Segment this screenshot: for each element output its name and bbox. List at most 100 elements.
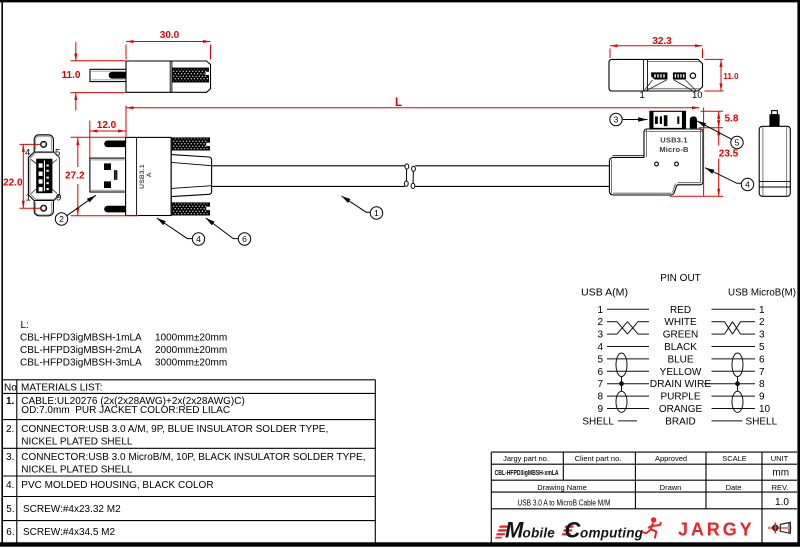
svg-text:4.: 4. (6, 480, 14, 491)
svg-text:6: 6 (597, 367, 603, 378)
svg-text:2: 2 (759, 317, 765, 328)
svg-text:5.8: 5.8 (725, 114, 739, 125)
svg-text:22.0: 22.0 (3, 178, 23, 189)
svg-text:1000mm±20mm: 1000mm±20mm (155, 332, 227, 343)
svg-text:C: C (565, 518, 582, 543)
svg-text:L:: L: (21, 320, 29, 331)
svg-text:1: 1 (640, 90, 645, 101)
svg-text:UNIT: UNIT (771, 454, 789, 463)
svg-text:Drawing Name: Drawing Name (537, 483, 587, 492)
svg-text:BRAID: BRAID (665, 416, 696, 427)
svg-text:SCREW:#4x34.5 M2: SCREW:#4x34.5 M2 (23, 527, 116, 538)
svg-text:6: 6 (759, 354, 765, 365)
svg-text:WHITE: WHITE (664, 317, 697, 328)
svg-text:SCREW:#4x23.32 M2: SCREW:#4x23.32 M2 (23, 504, 121, 515)
svg-text:8: 8 (759, 379, 765, 390)
svg-text:2.: 2. (6, 424, 14, 435)
svg-text:7: 7 (597, 379, 603, 390)
svg-text:12.0: 12.0 (97, 120, 117, 131)
svg-text:USB A(M): USB A(M) (581, 287, 628, 298)
svg-text:27.2: 27.2 (65, 171, 85, 182)
svg-text:5.: 5. (6, 504, 14, 515)
svg-text:omputing: omputing (580, 526, 644, 541)
svg-text:PIN OUT: PIN OUT (660, 273, 701, 284)
svg-text:CBL-HFPD3igMBSH-1mLA: CBL-HFPD3igMBSH-1mLA (20, 332, 142, 343)
svg-text:RED: RED (670, 305, 691, 316)
svg-text:11.0: 11.0 (62, 70, 81, 81)
svg-text:2: 2 (597, 317, 603, 328)
svg-text:6: 6 (242, 234, 247, 244)
svg-text:10: 10 (692, 90, 703, 101)
svg-text:9: 9 (759, 392, 765, 403)
svg-text:1: 1 (597, 305, 603, 316)
svg-text:5: 5 (759, 342, 765, 353)
svg-text:JARGY: JARGY (678, 520, 755, 540)
svg-text:SCALE: SCALE (722, 454, 747, 463)
svg-text:DRAIN WIRE: DRAIN WIRE (650, 379, 712, 390)
svg-text:1.0: 1.0 (775, 497, 789, 508)
svg-text:1: 1 (26, 193, 31, 204)
svg-text:NICKEL PLATED SHELL: NICKEL PLATED SHELL (21, 436, 133, 447)
svg-text:11.0: 11.0 (723, 72, 739, 81)
svg-text:YELLOW: YELLOW (660, 367, 702, 378)
svg-text:CONNECTOR:USB 3.0 A/M, 9P, BLU: CONNECTOR:USB 3.0 A/M, 9P, BLUE INSULATO… (21, 424, 328, 435)
svg-text:BLACK: BLACK (664, 342, 697, 353)
svg-text:4: 4 (25, 148, 30, 159)
svg-text:MATERIALS LIST:: MATERIALS LIST: (21, 383, 103, 394)
svg-text:CABLE:UL20276 (2x(2x28AWG)+2x(: CABLE:UL20276 (2x(2x28AWG)+2x(2x28AWG)C) (21, 396, 245, 407)
svg-text:SHELL: SHELL (582, 416, 614, 427)
svg-text:OD:7.0mm PUR JACKET COLOR:RED: OD:7.0mm PUR JACKET COLOR:RED LILAC (21, 405, 230, 416)
svg-text:mm: mm (772, 467, 789, 478)
svg-text:CONNECTOR:USB 3.0 MicroB/M, 10: CONNECTOR:USB 3.0 MicroB/M, 10P, BLACK I… (21, 452, 365, 463)
svg-text:2000mm±20mm: 2000mm±20mm (155, 345, 227, 356)
svg-text:6.: 6. (6, 527, 14, 538)
svg-text:5: 5 (735, 138, 740, 148)
svg-text:M: M (505, 518, 524, 543)
svg-text:ORANGE: ORANGE (659, 404, 703, 415)
svg-text:1: 1 (374, 208, 379, 218)
svg-text:1.: 1. (6, 396, 15, 407)
svg-text:2: 2 (59, 214, 64, 224)
svg-text:9: 9 (56, 193, 61, 204)
svg-text:PURPLE: PURPLE (660, 392, 700, 403)
svg-text:3000mm±20mm: 3000mm±20mm (155, 358, 227, 369)
svg-text:3.: 3. (6, 452, 14, 463)
svg-text:PVC MOLDED HOUSING, BLACK COLO: PVC MOLDED HOUSING, BLACK COLOR (21, 480, 213, 491)
svg-text:9: 9 (597, 404, 603, 415)
svg-text:BLUE: BLUE (667, 354, 693, 365)
svg-text:USB MicroB(M): USB MicroB(M) (728, 287, 796, 298)
svg-text:SHELL: SHELL (746, 416, 778, 427)
svg-text:1: 1 (759, 305, 765, 316)
svg-text:USB3.1: USB3.1 (660, 136, 687, 145)
svg-text:CBL-HFPD3igMBSH-3mLA: CBL-HFPD3igMBSH-3mLA (20, 358, 142, 369)
svg-text:30.0: 30.0 (160, 30, 180, 41)
svg-text:5: 5 (597, 354, 603, 365)
svg-text:5: 5 (55, 148, 60, 159)
svg-text:32.3: 32.3 (652, 36, 672, 47)
svg-text:L: L (395, 97, 402, 109)
svg-text:obile: obile (523, 526, 556, 541)
svg-text:No: No (4, 383, 17, 394)
svg-text:USB 3.0 A to MicroB Cable M/M: USB 3.0 A to MicroB Cable M/M (518, 498, 611, 507)
svg-text:GREEN: GREEN (663, 330, 699, 341)
svg-text:4: 4 (196, 234, 201, 244)
svg-text:23.5: 23.5 (719, 148, 739, 159)
svg-text:Jargy part no.: Jargy part no. (503, 454, 549, 463)
svg-text:8: 8 (597, 392, 603, 403)
svg-text:Approved: Approved (655, 454, 687, 463)
svg-text:CBL-HFPD3igMBSH-2mLA: CBL-HFPD3igMBSH-2mLA (20, 345, 142, 356)
svg-text:Drawn: Drawn (660, 483, 682, 492)
svg-text:10: 10 (759, 404, 771, 415)
svg-text:7: 7 (759, 367, 765, 378)
svg-text:USB3.1: USB3.1 (139, 164, 146, 189)
svg-text:A: A (146, 172, 153, 177)
svg-text:3: 3 (614, 115, 619, 125)
svg-text:CBL-HFPD3igMBSH-xmLA: CBL-HFPD3igMBSH-xmLA (495, 470, 559, 477)
svg-text:4: 4 (597, 342, 603, 353)
svg-text:REV.: REV. (772, 483, 789, 492)
svg-text:Date: Date (726, 483, 742, 492)
svg-text:Client part no.: Client part no. (575, 454, 622, 463)
svg-text:Micro-B: Micro-B (659, 145, 689, 154)
svg-text:3: 3 (759, 330, 765, 341)
svg-text:4: 4 (745, 180, 750, 190)
